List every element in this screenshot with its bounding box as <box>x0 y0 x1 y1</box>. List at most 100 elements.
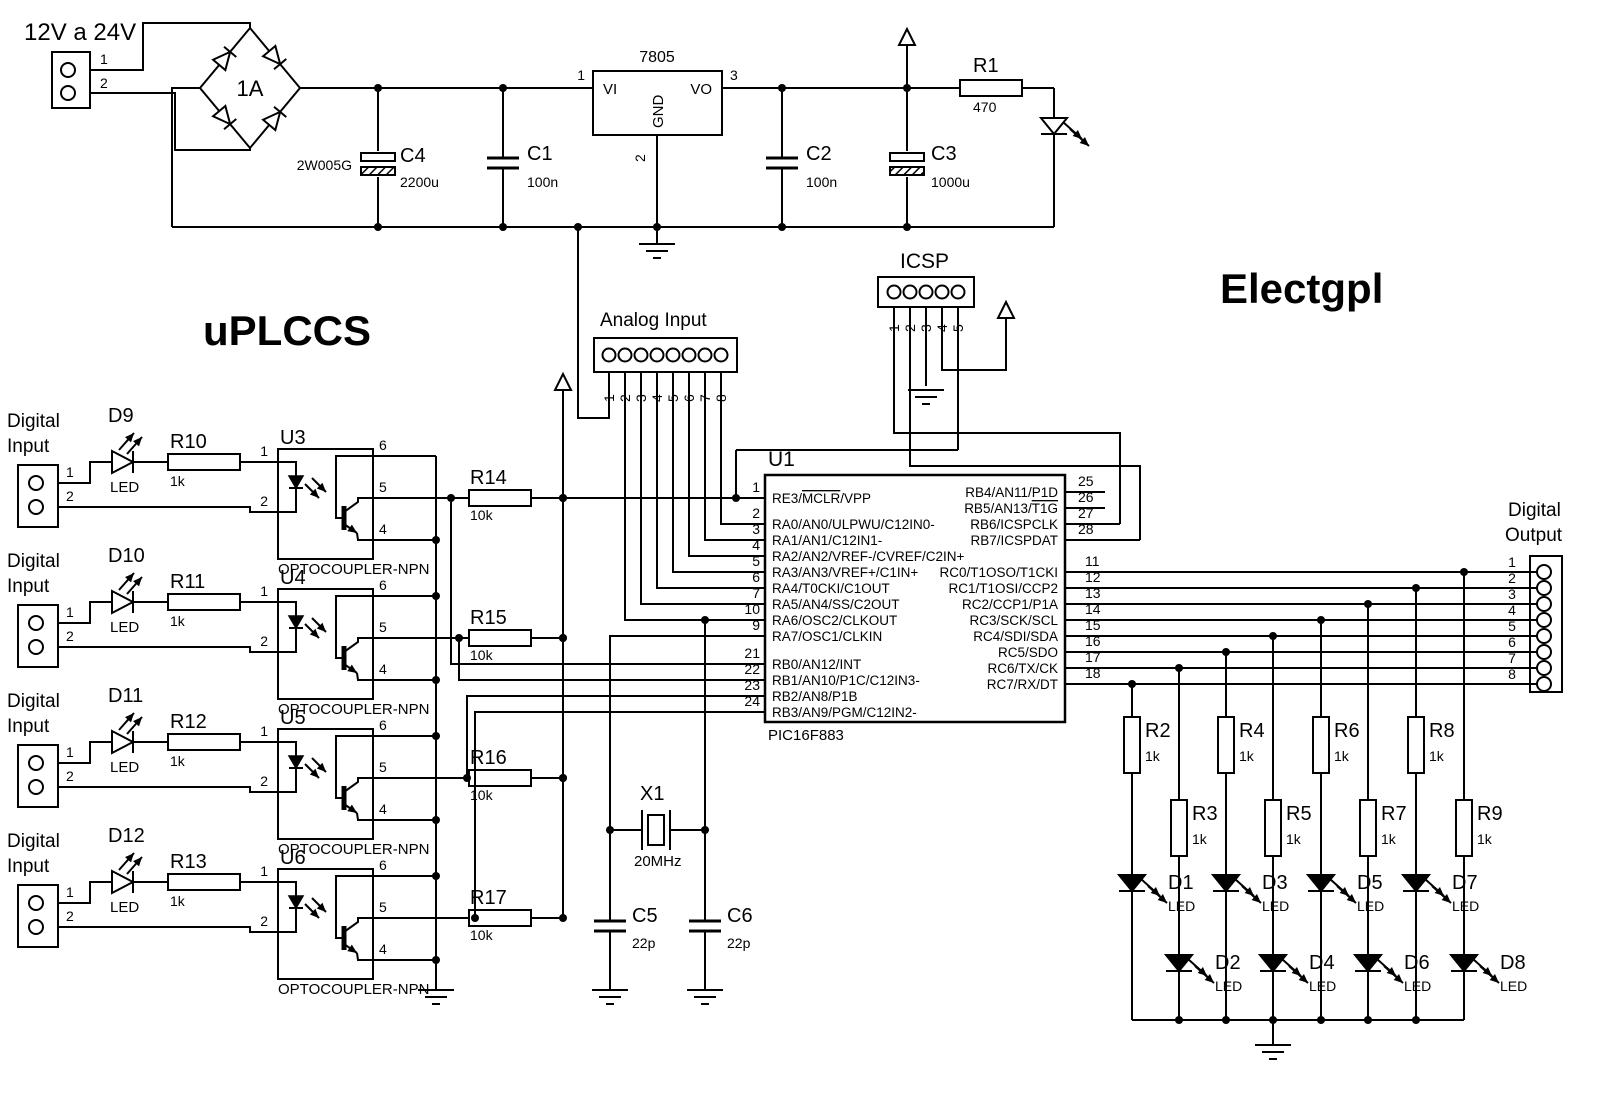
connector-pin[interactable] <box>902 284 918 300</box>
resistor-pull[interactable] <box>468 769 532 787</box>
pin-number: 1 <box>260 723 268 739</box>
resistor-input[interactable] <box>167 733 241 751</box>
resistor-output[interactable] <box>1217 716 1235 774</box>
resistor-output[interactable] <box>1455 799 1473 857</box>
connector-pin[interactable] <box>28 639 44 655</box>
connector-pin[interactable] <box>28 755 44 771</box>
connector-pin[interactable] <box>918 284 934 300</box>
resistor-pull[interactable] <box>468 489 532 507</box>
ground-symbol <box>908 389 944 405</box>
connector-power-input[interactable] <box>51 51 91 109</box>
mcu-pin-label: RC0/T1OSO/T1CKI <box>939 565 1058 580</box>
connector-pin[interactable] <box>665 347 681 363</box>
component-value: 1k <box>1381 831 1397 847</box>
connector-pin[interactable] <box>28 919 44 935</box>
connector-pin[interactable] <box>28 499 44 515</box>
component-value: 1k <box>1429 748 1445 764</box>
connector-digital-input[interactable] <box>17 604 59 668</box>
resistor-output[interactable] <box>1123 716 1141 774</box>
junction-dot <box>653 223 661 231</box>
light-arrow-icon <box>126 436 143 455</box>
resistor-output[interactable] <box>1312 716 1330 774</box>
capacitor-C1[interactable] <box>487 88 519 227</box>
component-type: OPTOCOUPLER-NPN <box>278 561 429 578</box>
connector-pin[interactable] <box>1536 596 1552 612</box>
connector-pin[interactable] <box>28 475 44 491</box>
resistor-output[interactable] <box>1359 799 1377 857</box>
optocoupler[interactable] <box>277 588 374 700</box>
capacitor-C2[interactable] <box>766 88 798 227</box>
resistor-R1[interactable] <box>959 79 1023 97</box>
led-output[interactable] <box>1116 874 1168 904</box>
resistor-input[interactable] <box>167 453 241 471</box>
capacitor-C4[interactable] <box>360 88 396 227</box>
connector-pin[interactable] <box>28 779 44 795</box>
capacitor-C3[interactable] <box>889 88 925 227</box>
junction-dot <box>1412 1016 1420 1024</box>
connector-pin[interactable] <box>681 347 697 363</box>
pin-number: 1 <box>577 67 585 83</box>
connector-pin[interactable] <box>886 284 902 300</box>
connector-pin[interactable] <box>28 615 44 631</box>
connector-digital-input[interactable] <box>17 464 59 528</box>
resistor-output[interactable] <box>1407 716 1425 774</box>
junction-dot <box>432 732 440 740</box>
resistor-pull[interactable] <box>468 629 532 647</box>
connector-pin[interactable] <box>649 347 665 363</box>
connector-pin[interactable] <box>1536 644 1552 660</box>
led-output[interactable] <box>1448 954 1500 984</box>
pin-number: 2 <box>66 768 74 784</box>
led-output[interactable] <box>1305 874 1357 904</box>
component-type: LED <box>1262 898 1289 914</box>
connector-pin[interactable] <box>617 347 633 363</box>
connector-pin[interactable] <box>1536 580 1552 596</box>
resistor-output[interactable] <box>1170 799 1188 857</box>
connector-pin[interactable] <box>934 284 950 300</box>
wire <box>356 672 373 681</box>
optocoupler[interactable] <box>277 728 374 840</box>
resistor-output[interactable] <box>1264 799 1282 857</box>
component-ref: C4 <box>400 145 426 167</box>
regulator-7805[interactable] <box>592 70 723 136</box>
connector-pin[interactable] <box>633 347 649 363</box>
resistor-input[interactable] <box>167 873 241 891</box>
bridge-rectifier[interactable] <box>198 26 302 150</box>
ic-U1[interactable]: U1PIC16F8831RE3/MCLR/VPP2RA0/AN0/ULPWU/C… <box>744 448 1537 744</box>
wire <box>672 372 765 573</box>
connector-pin[interactable] <box>1536 612 1552 628</box>
wire <box>278 741 297 756</box>
connector-pin[interactable] <box>713 347 729 363</box>
connector-pin[interactable] <box>1536 676 1552 692</box>
pin-number: 4 <box>379 801 387 817</box>
led-input[interactable] <box>111 852 143 895</box>
resistor-pull[interactable] <box>468 909 532 927</box>
led-input[interactable] <box>111 712 143 755</box>
connector-pin[interactable] <box>950 284 966 300</box>
resistor-input[interactable] <box>167 593 241 611</box>
connector-pin[interactable] <box>60 85 76 101</box>
connector-pin[interactable] <box>1536 660 1552 676</box>
resistor-body <box>1359 799 1377 857</box>
junction-dot <box>778 84 786 92</box>
connector-pin[interactable] <box>697 347 713 363</box>
pin-number: 2 <box>260 773 268 789</box>
connector-pin[interactable] <box>601 347 617 363</box>
connector-pin[interactable] <box>1536 628 1552 644</box>
connector-pin[interactable] <box>1536 564 1552 580</box>
connector-digital-input[interactable] <box>17 884 59 948</box>
led-output[interactable] <box>1257 954 1309 984</box>
led-output[interactable] <box>1400 874 1452 904</box>
connector-pin[interactable] <box>60 62 76 78</box>
junction-dot <box>432 956 440 964</box>
optocoupler[interactable] <box>277 868 374 980</box>
connector-pin[interactable] <box>28 895 44 911</box>
optocoupler[interactable] <box>277 448 374 560</box>
pin-number: 2 <box>260 493 268 509</box>
connector-digital-input[interactable] <box>17 744 59 808</box>
pin-number: 21 <box>744 645 760 661</box>
component-ref: D1 <box>1168 872 1194 894</box>
